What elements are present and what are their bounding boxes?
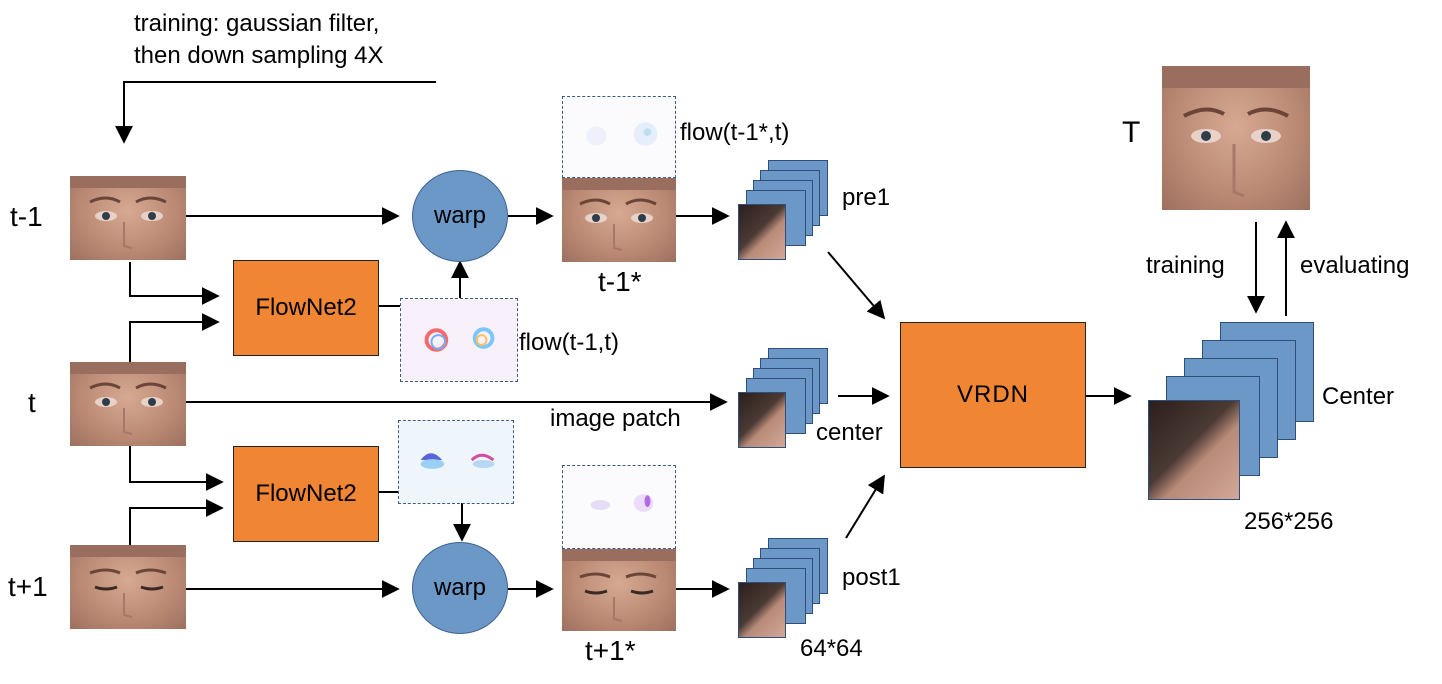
label-warped-prev: t-1*: [598, 266, 642, 297]
face-image-center: [70, 362, 186, 446]
flownet2-module-top: FlowNet2: [233, 260, 379, 356]
label-size-small: 64*64: [800, 635, 863, 662]
frame-label-next: t+1: [8, 571, 48, 602]
flow-map-top: [400, 298, 518, 382]
image-patch: [738, 204, 786, 260]
training-note: training: gaussian filter, then down sam…: [134, 8, 384, 72]
feature-stack-center: [738, 348, 832, 448]
label-training: training: [1146, 252, 1225, 279]
image-patch: [738, 392, 786, 448]
frame-label-target: T: [1122, 116, 1141, 149]
face-image-target: [1162, 66, 1310, 210]
feature-stack-post1: [738, 538, 832, 638]
feature-stack-pre1: [738, 160, 832, 260]
flow-map-warped-bottom: [562, 465, 676, 549]
face-image-warped-next: [562, 549, 676, 631]
flow-map-bottom: [398, 420, 514, 504]
label-center-stack: center: [816, 419, 883, 446]
warp-operation-top: warp: [412, 170, 508, 262]
image-patch: [738, 582, 786, 638]
label-flow-top: flow(t-1,t): [519, 329, 620, 356]
face-image-next: [70, 545, 186, 629]
flow-map-warped-top: [562, 96, 676, 178]
vrdn-network: VRDN: [900, 322, 1086, 468]
label-size-large: 256*256: [1244, 508, 1334, 535]
training-note-line1: training: gaussian filter,: [134, 10, 380, 37]
label-evaluating: evaluating: [1300, 252, 1410, 279]
output-feature-stack: [1148, 322, 1314, 500]
training-note-line2: then down sampling 4X: [134, 42, 384, 69]
output-image-patch: [1148, 400, 1240, 500]
label-image-patch: image patch: [550, 405, 681, 432]
label-warped-next: t+1*: [585, 635, 636, 666]
label-flow-warped: flow(t-1*,t): [680, 119, 790, 146]
face-image-warped-prev: [562, 178, 676, 262]
frame-label-center: t: [28, 387, 36, 418]
flownet2-module-bottom: FlowNet2: [233, 446, 379, 542]
label-output-center: Center: [1322, 383, 1395, 410]
label-pre1: pre1: [842, 184, 891, 211]
face-image-prev: [70, 176, 186, 260]
warp-operation-bottom: warp: [412, 542, 508, 634]
label-post1: post1: [842, 564, 901, 591]
frame-label-prev: t-1: [10, 201, 43, 232]
